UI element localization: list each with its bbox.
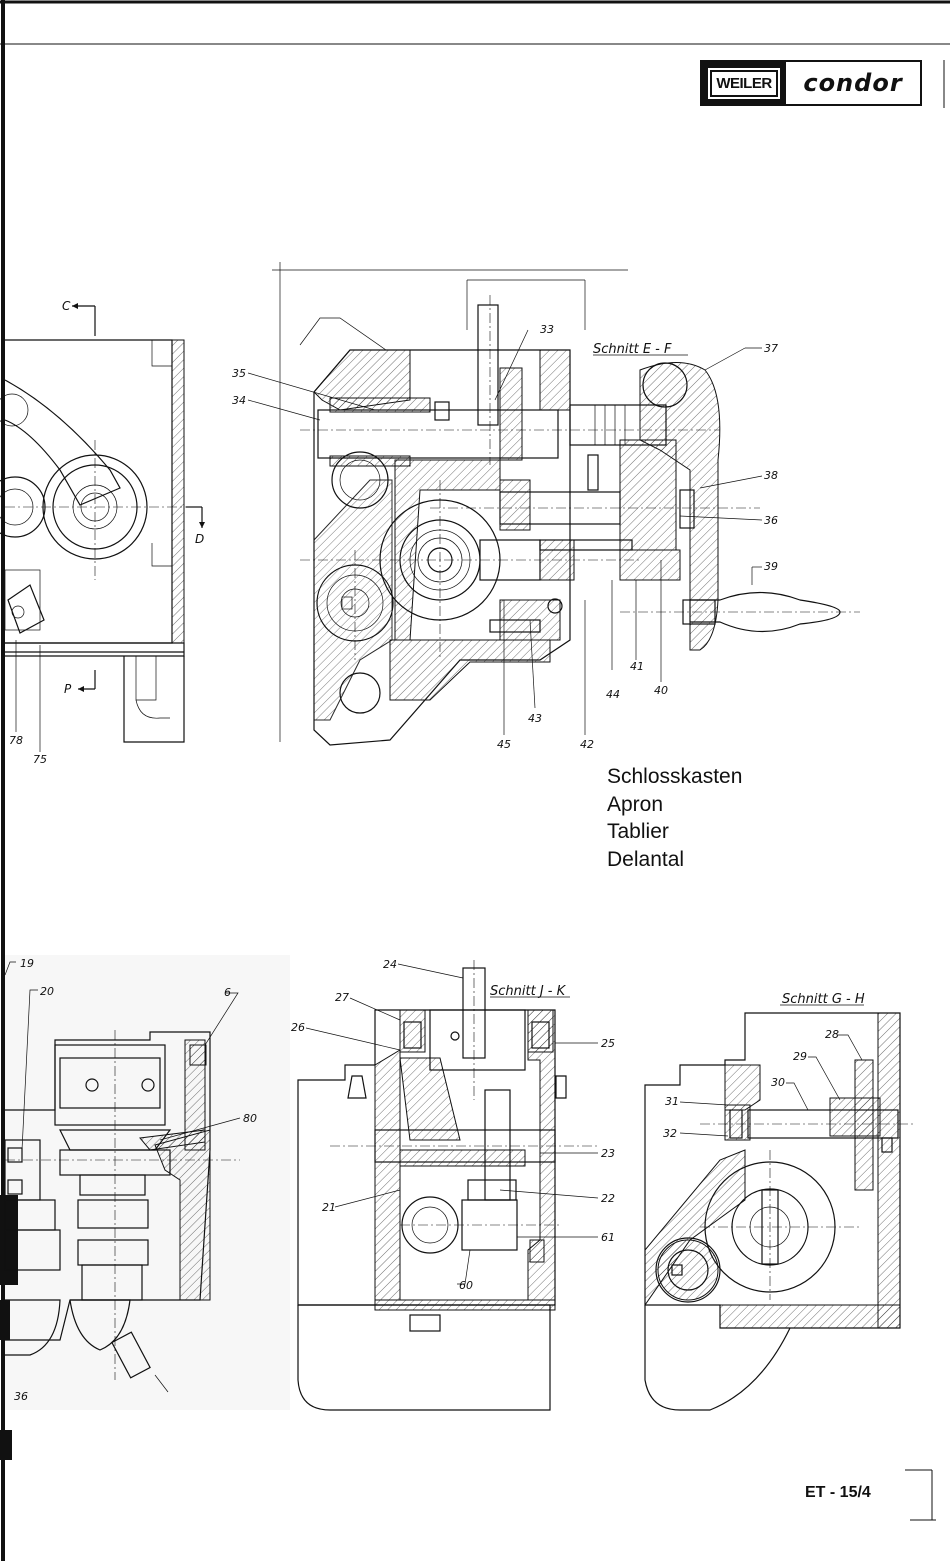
part-label-32: 32 [663, 1127, 677, 1140]
view-section-jk [298, 960, 600, 1410]
part-label-80: 80 [243, 1112, 257, 1125]
part-label-24: 24 [383, 958, 397, 971]
part-label-22: 22 [601, 1192, 615, 1205]
brand-logo-weiler-panel: WEILER [702, 62, 786, 104]
brand-condor-text: condor [803, 69, 902, 97]
part-label-78: 78 [9, 734, 23, 747]
part-label-41: 41 [630, 660, 644, 673]
title-block: Schlosskasten Apron Tablier Delantal [607, 763, 742, 873]
brand-logo: WEILER condor [700, 60, 922, 106]
part-label-19: 19 [20, 957, 34, 970]
section-title-jk: Schnitt J - K [490, 984, 567, 999]
part-label-35: 35 [232, 367, 246, 380]
part-label-36: 36 [764, 514, 778, 527]
part-label-34: 34 [232, 394, 246, 407]
view-left-top [0, 303, 205, 752]
part-label-40: 40 [654, 684, 668, 697]
part-label-75: 75 [33, 753, 47, 766]
part-label-6: 6 [224, 986, 231, 999]
part-label-23: 23 [601, 1147, 615, 1160]
part-label-27: 27 [335, 991, 349, 1004]
part-label-30: 30 [771, 1076, 785, 1089]
title-line-es: Delantal [607, 846, 742, 874]
title-line-fr: Tablier [607, 818, 742, 846]
part-label-43: 43 [528, 712, 542, 725]
part-label-28: 28 [825, 1028, 839, 1041]
section-title-gh: Schnitt G - H [782, 992, 865, 1007]
part-label-33: 33 [540, 323, 554, 336]
brand-logo-condor-panel: condor [786, 62, 920, 104]
part-label-60: 60 [459, 1279, 473, 1292]
view-marker-d: D [195, 532, 204, 546]
part-label-29: 29 [793, 1050, 807, 1063]
part-label-39: 39 [764, 560, 778, 573]
view-marker-c: C [62, 299, 71, 313]
part-label-44: 44 [606, 688, 620, 701]
part-label-45: 45 [497, 738, 511, 751]
view-marker-p: P [64, 682, 72, 696]
view-section-ef [248, 262, 860, 745]
brand-weiler-text: WEILER [710, 70, 777, 97]
part-label-37: 37 [764, 342, 778, 355]
page-number: ET - 15/4 [805, 1484, 871, 1502]
title-line-de: Schlosskasten [607, 763, 742, 791]
part-label-20: 20 [40, 985, 54, 998]
part-label-42: 42 [580, 738, 594, 751]
view-left-bottom [0, 955, 290, 1460]
section-title-ef: Schnitt E - F [593, 342, 672, 357]
part-label-25: 25 [601, 1037, 615, 1050]
part-label-26: 26 [291, 1021, 305, 1034]
part-label-38: 38 [764, 469, 778, 482]
title-line-en: Apron [607, 791, 742, 819]
view-section-gh [645, 1005, 915, 1410]
part-label-21: 21 [322, 1201, 336, 1214]
part-label-36-bottom: 36 [14, 1390, 28, 1403]
part-label-31: 31 [665, 1095, 679, 1108]
part-label-61: 61 [601, 1231, 615, 1244]
